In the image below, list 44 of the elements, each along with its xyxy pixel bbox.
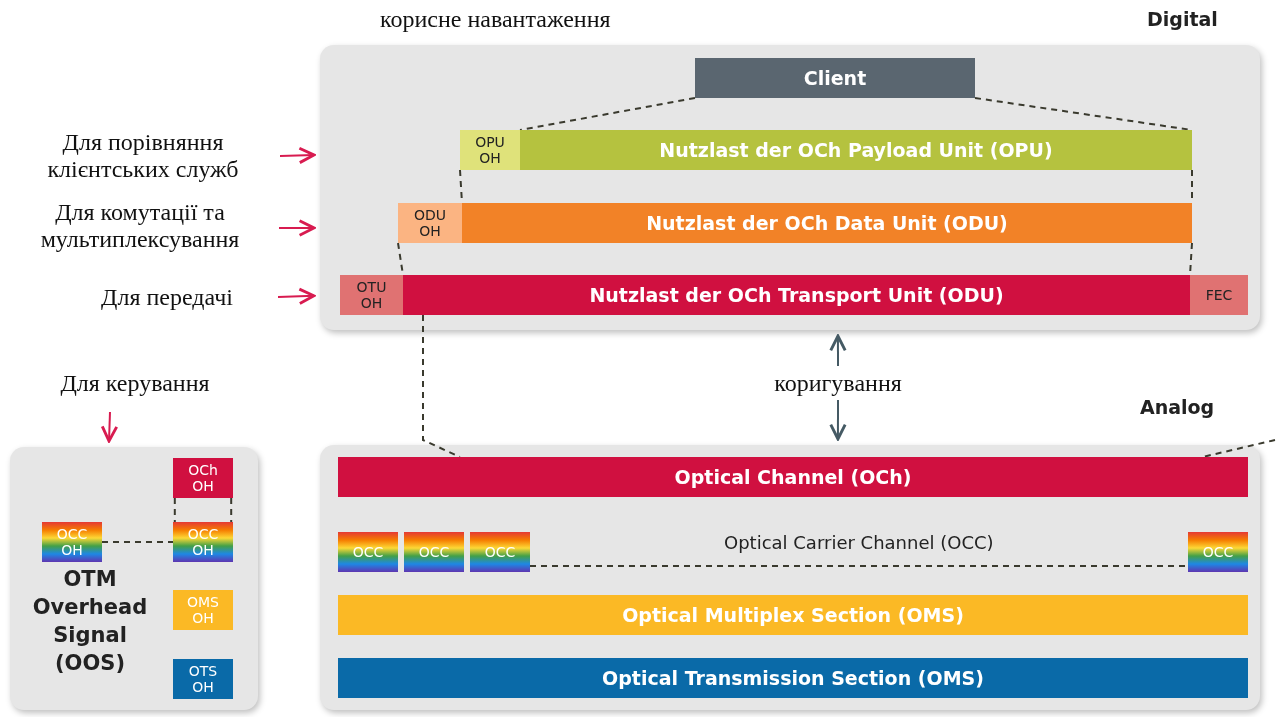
carrier-cell: OCC	[338, 532, 398, 572]
overhead-cell: OTS OH	[173, 659, 233, 699]
arrow	[277, 287, 316, 305]
panel-background	[320, 45, 1260, 330]
dashed-line	[101, 541, 174, 543]
heading-text: корисне навантаження	[380, 6, 611, 33]
overhead-cell: OPU OH	[460, 130, 520, 170]
arrow	[829, 334, 847, 367]
panel-heading: Analog	[1140, 396, 1215, 418]
arrow	[279, 146, 316, 165]
overhead-cell: OCh OH	[173, 458, 233, 498]
carrier-cell: OCC	[1188, 532, 1248, 572]
layer-bar: Nutzlast der OCh Payload Unit (OPU)	[520, 130, 1192, 170]
layer-bar: Nutzlast der OCh Transport Unit (ODU)	[403, 275, 1190, 315]
annotation-text: Для комутації та мультиплексування	[5, 198, 275, 254]
dashed-line	[422, 314, 461, 458]
annotation-text: коригування	[755, 368, 921, 398]
fec-cell: FEC	[1190, 275, 1248, 315]
client-box: Client	[695, 58, 975, 98]
panel-background	[10, 447, 258, 710]
layer-bar: Optical Transmission Section (OMS)	[338, 658, 1248, 698]
dashed-line	[519, 97, 696, 131]
carrier-cell: OCC	[470, 532, 530, 572]
overhead-cell: OCC OH	[42, 522, 102, 562]
panel-heading: Digital	[1147, 8, 1218, 30]
dashed-line	[230, 497, 233, 523]
annotation-text: Для порівняння клієнтських служб	[10, 128, 276, 184]
carrier-cell: OCC	[404, 532, 464, 572]
annotation-text: Для передачі	[60, 282, 274, 312]
layer-bar: Optical Multiplex Section (OMS)	[338, 595, 1248, 635]
arrow	[278, 219, 316, 237]
overhead-cell: OCC OH	[173, 522, 233, 562]
layer-bar: Nutzlast der OCh Data Unit (ODU)	[462, 203, 1192, 243]
layer-bar: Optical Channel (OCh)	[338, 457, 1248, 497]
annotation-text: Для керування	[30, 368, 240, 398]
edge-label: Optical Carrier Channel (OCC)	[724, 532, 994, 553]
arrow	[100, 411, 119, 443]
arrow	[829, 399, 847, 441]
panel-title: OTM Overhead Signal (OOS)	[31, 566, 149, 677]
overhead-cell: OTU OH	[340, 275, 403, 315]
dashed-line	[173, 497, 176, 523]
overhead-cell: OMS OH	[173, 590, 233, 630]
panel-background	[320, 445, 1260, 710]
overhead-cell: ODU OH	[398, 203, 462, 243]
